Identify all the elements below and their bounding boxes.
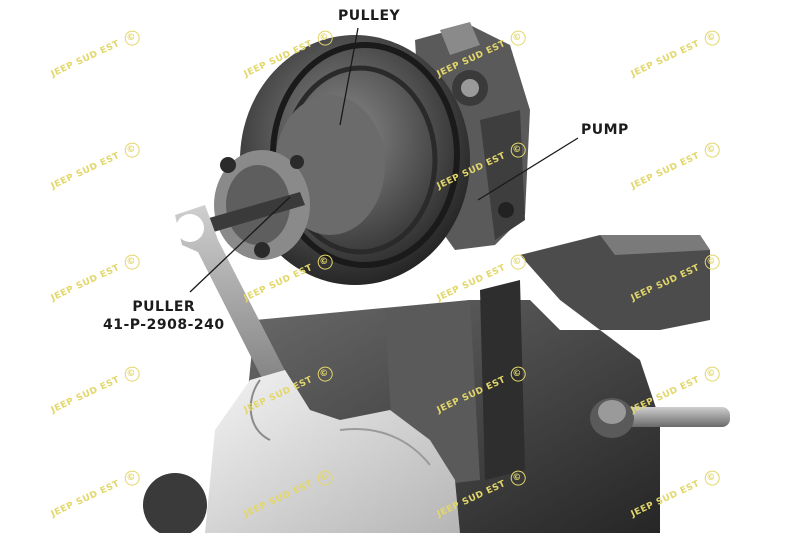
vise-screw-cap [598,400,626,424]
puller-bolt-bottom [254,242,270,258]
pump-arm [480,110,525,240]
pump-bolt-head [461,79,479,97]
puller-leader-line [189,196,291,293]
puller-label: PULLER 41-P-2908-240 [103,298,225,334]
hand-finger-crease [339,428,431,466]
puller-bolt-top [220,157,236,173]
vise-slide [480,280,525,480]
pump-label: PUMP [581,122,629,138]
vise-jaw-top [600,235,710,255]
puller-label-name: PULLER [132,299,196,315]
puller-screw [195,192,305,236]
pump-leader-line [477,137,579,201]
hand [205,370,460,533]
pump-arm-bolt [498,202,514,218]
vise-base-knob [143,473,207,533]
pulley-label: PULLEY [338,8,401,24]
puller-bolt-right [290,155,304,169]
puller-label-part-number: 41-P-2908-240 [103,317,225,333]
pump-top-ear [440,22,480,55]
hand-thumb-crease [249,379,271,441]
wrench-jaw-opening [176,214,204,242]
pulley-leader-line [339,27,359,126]
vise-jaw-right [520,235,710,330]
